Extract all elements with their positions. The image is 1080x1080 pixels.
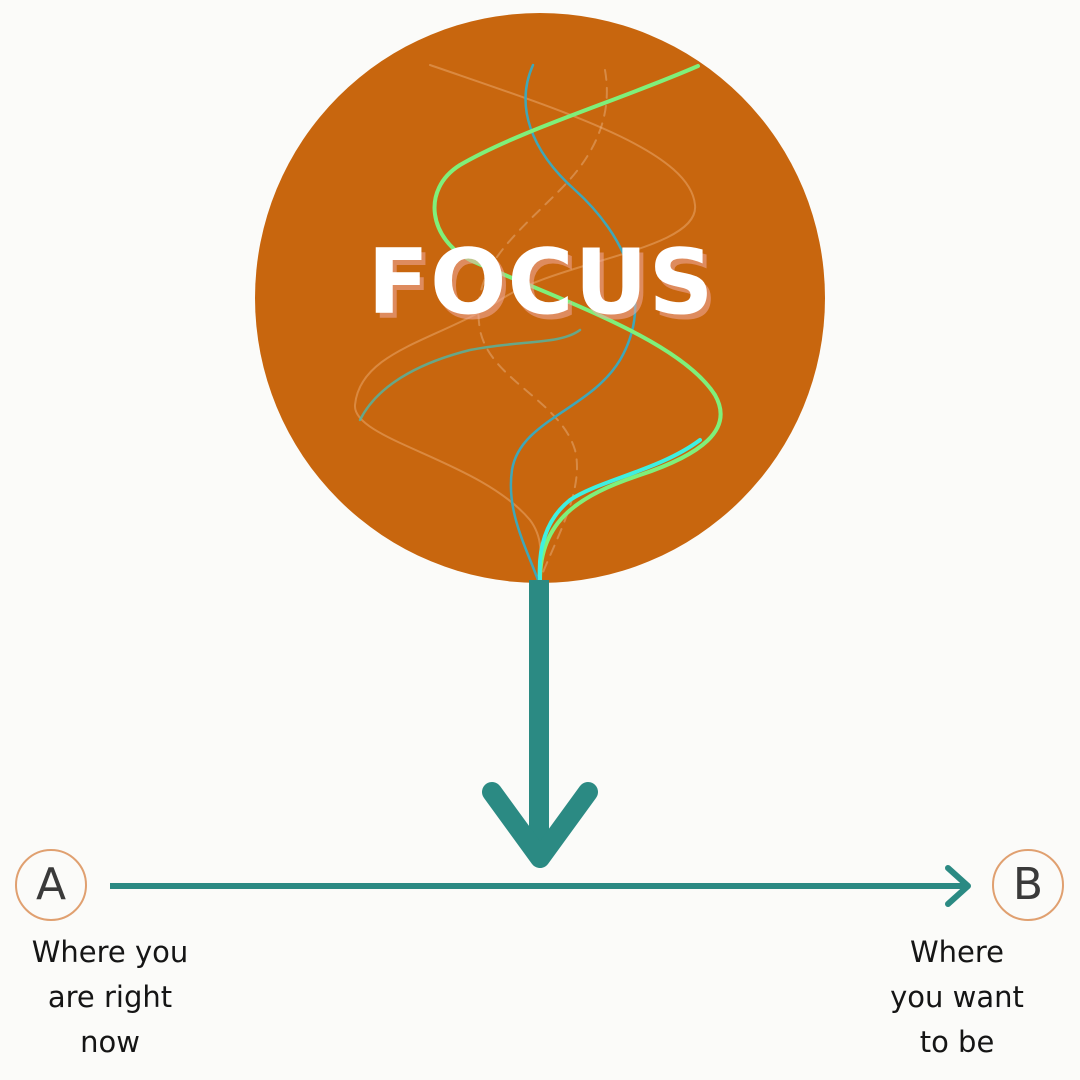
start-caption-line: are right — [47, 980, 173, 1014]
down-arrow-icon — [482, 580, 598, 868]
path-arrow-head — [945, 865, 971, 907]
swirl-strand-faint-1 — [353, 64, 697, 581]
start-caption-line: now — [80, 1025, 140, 1059]
swirl-strand-blue — [509, 63, 637, 582]
swirl-lines-icon — [353, 63, 723, 582]
swirl-strand-green — [432, 64, 723, 582]
start-caption: Where you are right now — [10, 930, 210, 1065]
swirl-strand-teal — [358, 328, 582, 422]
swirl-strand-cyan-tail — [537, 438, 702, 582]
swirl-strand-faint-2 — [477, 69, 608, 581]
down-arrow-shaft — [529, 580, 549, 850]
down-arrow-head — [482, 782, 598, 868]
node-b-label: B — [1012, 859, 1044, 910]
end-caption-line: you want — [890, 980, 1024, 1014]
start-caption-line: Where you — [31, 935, 189, 969]
focus-title: FOCUS — [367, 230, 715, 335]
node-a-label: A — [35, 859, 67, 910]
end-caption-line: to be — [919, 1025, 995, 1059]
right-arrow-icon — [110, 865, 971, 907]
end-caption: Where you want to be — [862, 930, 1052, 1065]
node-b-ring — [992, 849, 1064, 921]
end-caption-line: Where — [909, 935, 1005, 969]
node-a-ring — [15, 849, 87, 921]
